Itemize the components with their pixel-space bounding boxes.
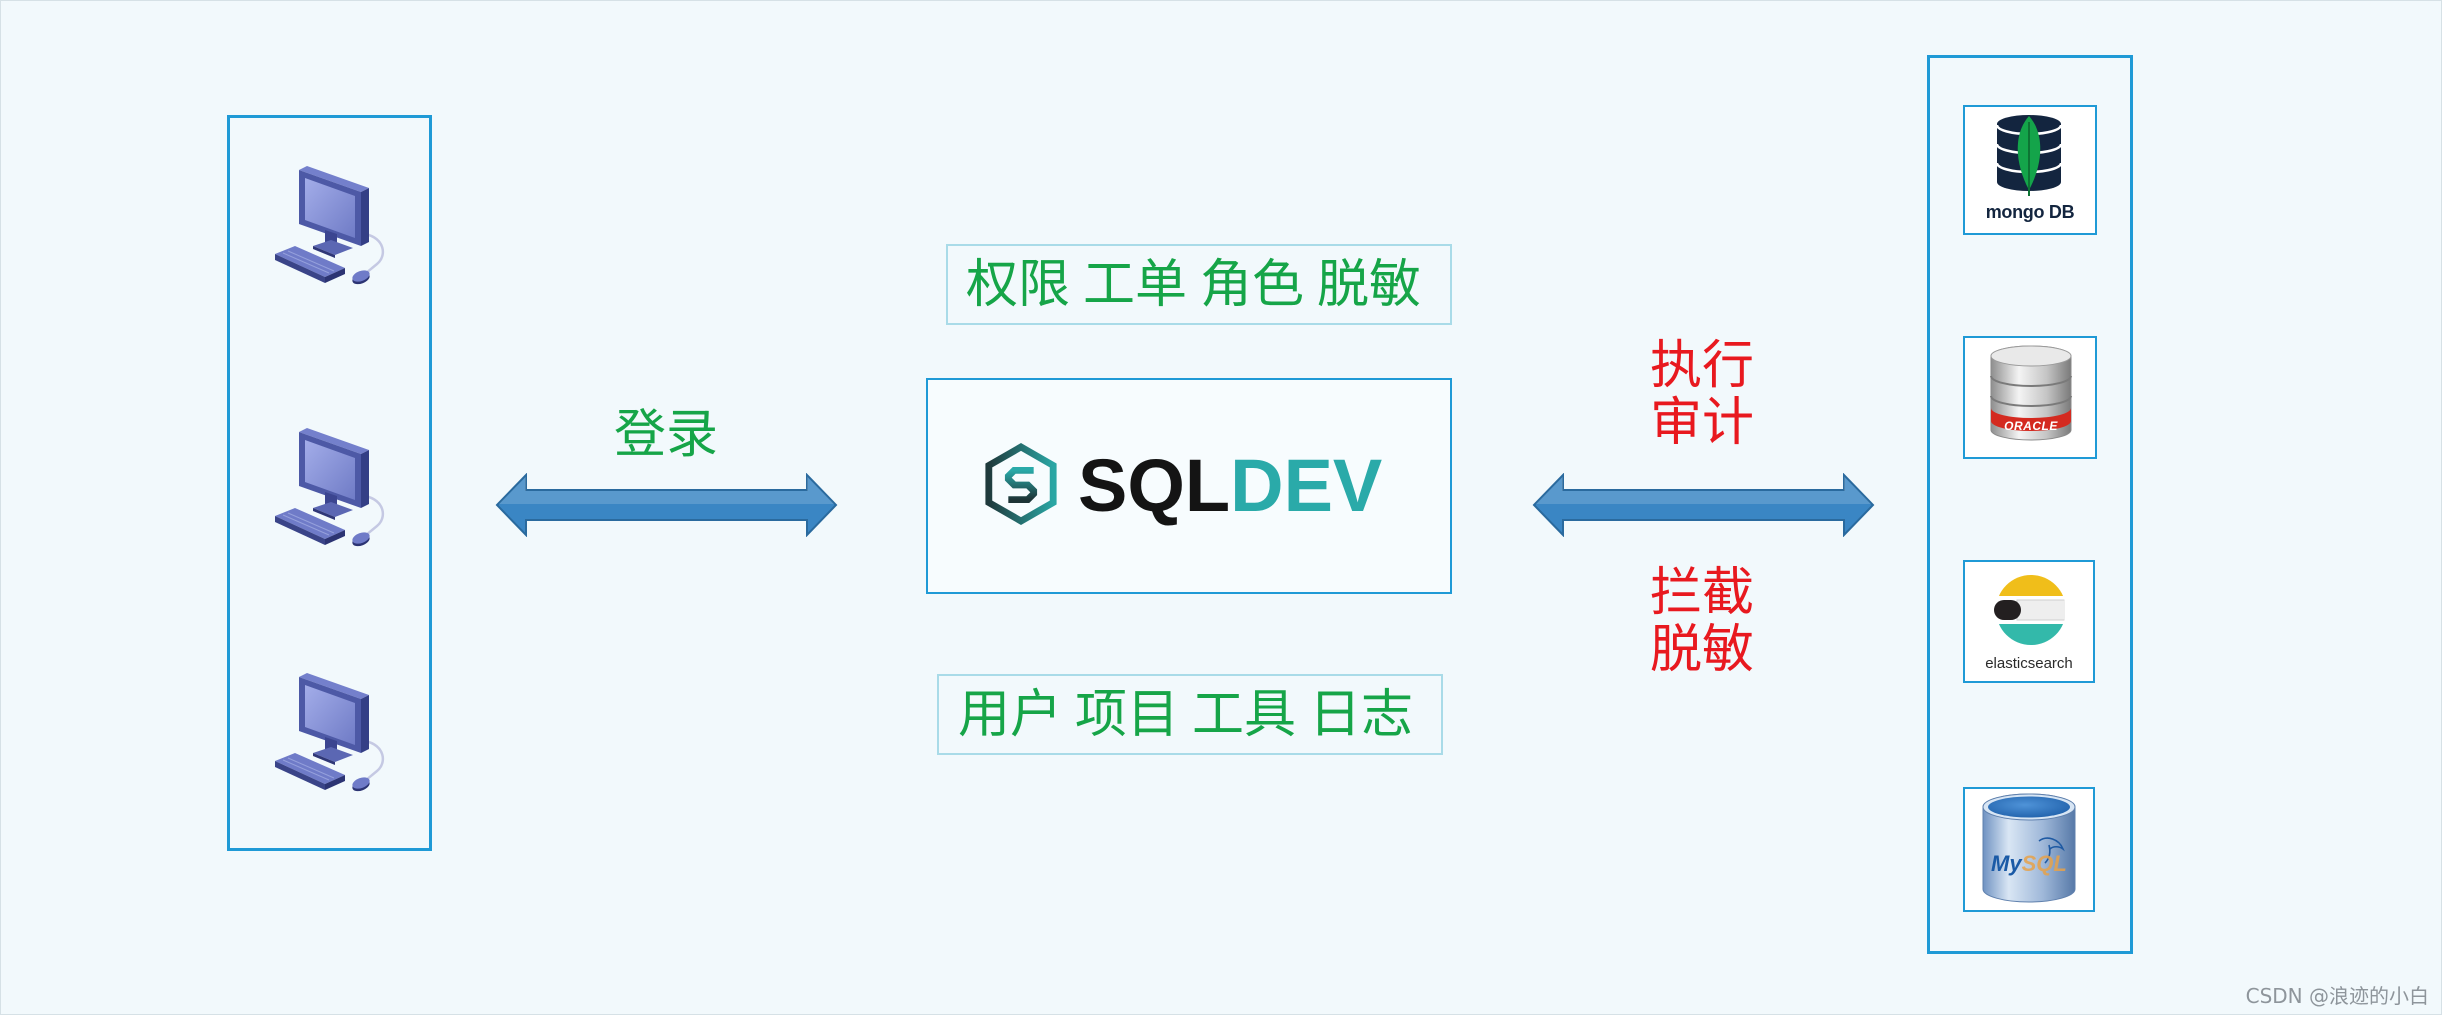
- logo-text-sql: SQL: [1078, 444, 1231, 527]
- mysql-database-icon: [1982, 793, 2076, 903]
- sqldev-hexagon-icon: [985, 443, 1057, 525]
- elasticsearch-label: elasticsearch: [1985, 655, 2073, 672]
- mysql-text-my: My: [1991, 851, 2022, 876]
- feature-work-order: 工单: [1083, 254, 1188, 315]
- feature-project: 项目: [1075, 684, 1180, 745]
- login-label: 登录: [614, 405, 719, 465]
- feature-log: 日志: [1309, 684, 1414, 745]
- elasticsearch-icon: [1994, 575, 2065, 645]
- bottom-feature-box: 用户 项目 工具 日志: [937, 674, 1443, 755]
- sqldev-panel: SQLDEV: [926, 378, 1452, 594]
- label-audit: 审计: [1650, 393, 1755, 453]
- sqldev-wordmark: SQLDEV: [1078, 449, 1382, 523]
- feature-user: 用户: [958, 684, 1063, 745]
- logo-text-dev: DEV: [1230, 444, 1383, 527]
- mysql-wordmark: MySQL: [1991, 853, 2067, 875]
- mongodb-label: mongo DB: [1985, 202, 2075, 222]
- oracle-label: ORACLE: [2004, 419, 2058, 433]
- database-panel: mongo DB ORACLE: [1927, 55, 2133, 954]
- client-panel: [227, 115, 432, 851]
- feature-tool: 工具: [1192, 684, 1297, 745]
- double-arrow-icon: [495, 473, 838, 537]
- desktop-computer-icon: [273, 164, 388, 289]
- oracle-card: ORACLE: [1963, 336, 2097, 459]
- double-arrow-icon: [1532, 473, 1875, 537]
- watermark: CSDN @浪迹的小白: [2245, 984, 2429, 1008]
- desktop-computer-icon: [273, 671, 388, 796]
- lower-action-labels: 拦截 脱敏: [1650, 565, 1754, 679]
- top-feature-box: 权限 工单 角色 脱敏: [946, 244, 1452, 325]
- mongodb-card: mongo DB: [1963, 105, 2097, 235]
- elasticsearch-card: elasticsearch: [1963, 560, 2095, 683]
- feature-role: 角色: [1200, 254, 1305, 315]
- oracle-database-icon: [1990, 345, 2072, 441]
- feature-masking: 脱敏: [1317, 254, 1422, 315]
- upper-action-labels: 执行 审计: [1650, 338, 1754, 452]
- mongodb-icon: [1995, 115, 2063, 196]
- mysql-card: MySQL: [1963, 787, 2095, 912]
- desktop-computer-icon: [273, 426, 388, 551]
- mysql-text-sql: SQL: [2021, 851, 2067, 876]
- feature-permission: 权限: [966, 254, 1071, 315]
- label-intercept: 拦截: [1650, 563, 1755, 623]
- label-execute: 执行: [1650, 336, 1755, 396]
- label-masking: 脱敏: [1650, 620, 1755, 680]
